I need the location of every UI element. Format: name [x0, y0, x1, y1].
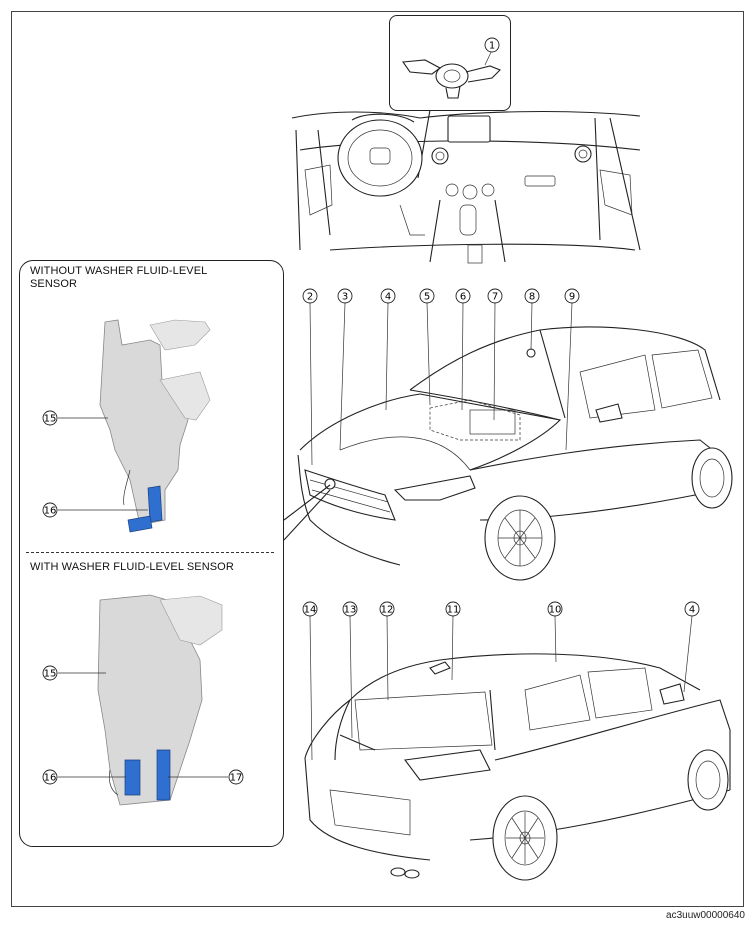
callout-7: 7 — [487, 288, 503, 304]
svg-text:11: 11 — [447, 605, 460, 616]
callout-markers: 1 2 3 4 5 6 7 8 9 10 11 12 13 14 4 — [42, 37, 700, 785]
svg-text:15: 15 — [44, 669, 57, 680]
svg-text:13: 13 — [344, 605, 357, 616]
callout-16-bottom: 16 — [42, 769, 58, 785]
svg-text:5: 5 — [424, 292, 430, 303]
callout-16-top: 16 — [42, 502, 58, 518]
diagram-frame — [11, 11, 744, 907]
callout-2: 2 — [302, 288, 318, 304]
svg-text:9: 9 — [569, 292, 575, 303]
callout-11: 11 — [445, 601, 461, 617]
svg-text:3: 3 — [342, 292, 348, 303]
svg-text:12: 12 — [381, 605, 394, 616]
svg-text:2: 2 — [307, 292, 313, 303]
svg-text:8: 8 — [529, 292, 535, 303]
panel-divider — [26, 552, 274, 553]
svg-text:10: 10 — [549, 605, 562, 616]
front-vehicle-drawing — [297, 326, 733, 581]
callout-8: 8 — [524, 288, 540, 304]
svg-text:16: 16 — [44, 773, 57, 784]
washer-tank-without-sensor — [99, 319, 211, 533]
combination-switch-drawing — [402, 49, 501, 99]
callout-4-rear: 4 — [684, 601, 700, 617]
switch-inset — [389, 15, 511, 111]
leader-lines — [58, 302, 693, 778]
without-sensor-title: WITHOUT WASHER FLUID-LEVEL SENSOR — [30, 265, 208, 290]
svg-text:15: 15 — [44, 414, 57, 425]
callout-5: 5 — [419, 288, 435, 304]
reference-code: ac3uuw00000640 — [666, 910, 745, 921]
callout-15-bottom: 15 — [42, 665, 58, 681]
washer-tank-with-sensor — [97, 594, 223, 806]
svg-text:14: 14 — [304, 605, 317, 616]
svg-text:6: 6 — [460, 292, 466, 303]
callout-13: 13 — [342, 601, 358, 617]
callout-12: 12 — [379, 601, 395, 617]
callout-9: 9 — [564, 288, 580, 304]
svg-text:4: 4 — [689, 605, 695, 616]
callout-1: 1 — [484, 37, 500, 53]
with-sensor-title: WITH WASHER FLUID-LEVEL SENSOR — [30, 561, 234, 573]
callout-17: 17 — [228, 769, 244, 785]
callout-10: 10 — [547, 601, 563, 617]
callout-4: 4 — [380, 288, 396, 304]
rear-vehicle-drawing — [304, 653, 731, 881]
svg-text:17: 17 — [230, 773, 243, 784]
callout-14: 14 — [302, 601, 318, 617]
dashboard-drawing — [291, 110, 641, 264]
callout-6: 6 — [455, 288, 471, 304]
svg-text:1: 1 — [489, 41, 495, 52]
callout-3: 3 — [337, 288, 353, 304]
svg-text:16: 16 — [44, 506, 57, 517]
callout-15-top: 15 — [42, 410, 58, 426]
svg-text:7: 7 — [492, 292, 498, 303]
svg-text:4: 4 — [385, 292, 391, 303]
